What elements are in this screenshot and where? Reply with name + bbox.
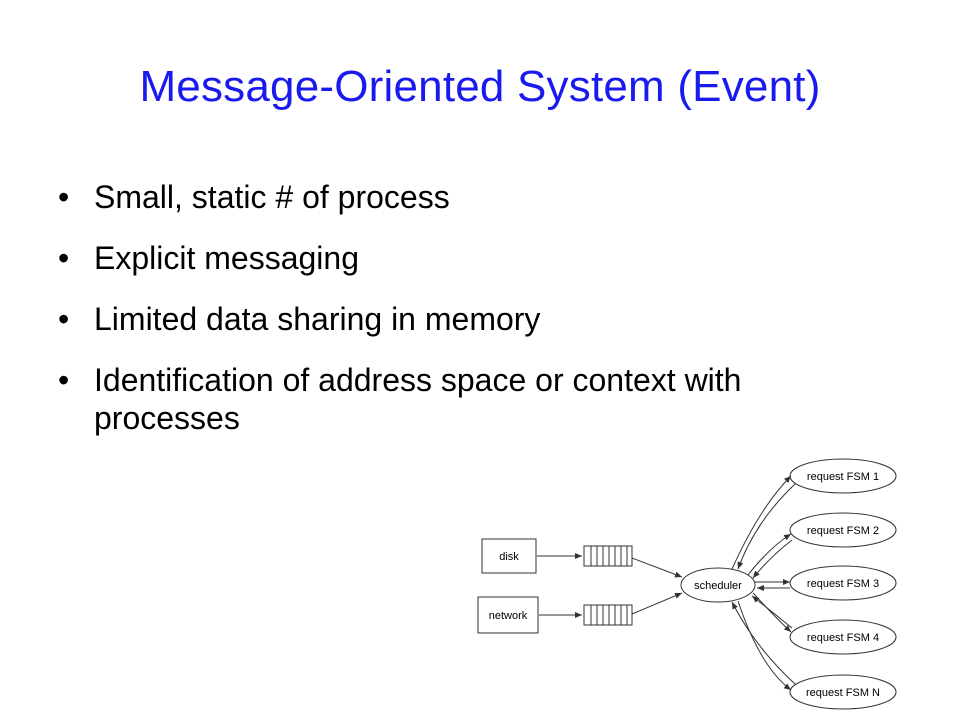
fsm-node: request FSM N <box>789 674 897 710</box>
bullet-text: Identification of address space or conte… <box>94 362 742 436</box>
bullet-icon: • <box>58 240 70 276</box>
network-queue <box>583 604 633 626</box>
fsm-label: request FSM 3 <box>807 578 879 590</box>
bullet-item: • Identification of address space or con… <box>58 361 894 437</box>
bullet-item: • Limited data sharing in memory <box>58 300 894 338</box>
bullet-item: • Small, static # of process <box>58 178 894 216</box>
scheduler-node: scheduler <box>680 567 756 603</box>
fsm-node: request FSM 1 <box>789 458 897 494</box>
network-queue-arrow <box>631 592 683 615</box>
bullet-icon: • <box>58 301 70 337</box>
bullet-list: • Small, static # of process • Explicit … <box>58 178 894 460</box>
fsm-node: request FSM 2 <box>789 512 897 548</box>
source-network: network <box>477 596 539 634</box>
bullet-icon: • <box>58 362 70 398</box>
bullet-text: Limited data sharing in memory <box>94 301 541 337</box>
event-diagram: disk network scheduler request <box>477 458 897 710</box>
network-label: network <box>489 610 528 622</box>
fsm-label: request FSM 2 <box>807 525 879 537</box>
fsm-label: request FSM 4 <box>807 632 879 644</box>
disk-queue-arrow <box>631 557 683 578</box>
bullet-text: Explicit messaging <box>94 240 359 276</box>
fsm-arrows <box>731 475 796 691</box>
fsm-label: request FSM 1 <box>807 471 879 483</box>
slide-title: Message-Oriented System (Event) <box>139 62 821 111</box>
fsm-node: request FSM 3 <box>789 565 897 601</box>
fsm-node: request FSM 4 <box>789 619 897 655</box>
disk-label: disk <box>499 551 519 563</box>
disk-queue <box>583 545 633 567</box>
scheduler-label: scheduler <box>694 580 742 592</box>
bullet-item: • Explicit messaging <box>58 239 894 277</box>
bullet-icon: • <box>58 179 70 215</box>
fsm-label: request FSM N <box>806 687 880 699</box>
source-disk: disk <box>481 538 537 574</box>
bullet-text: Small, static # of process <box>94 179 450 215</box>
